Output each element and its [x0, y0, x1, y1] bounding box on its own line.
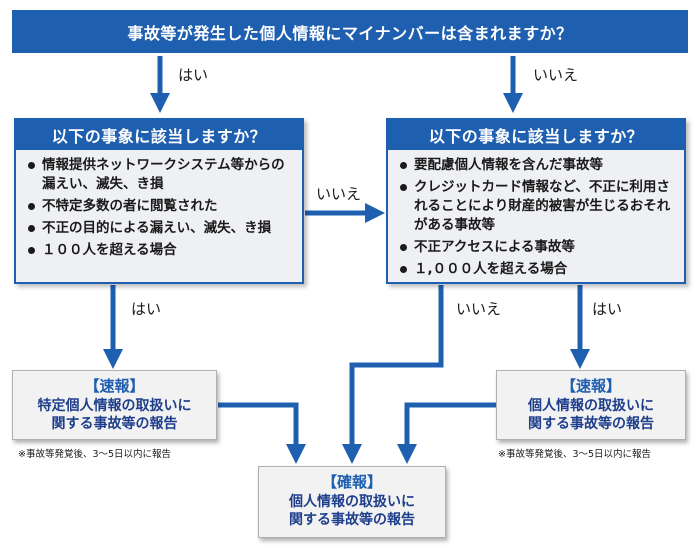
left-question-box: 以下の事象に該当しますか？ 情報提供ネットワークシステム等からの漏えい、滅失、き… — [14, 118, 304, 284]
right-question-item: 要配慮個人情報を含んだ事故等 — [398, 156, 676, 175]
right-question-title: 以下の事象に該当しますか？ — [388, 120, 684, 150]
left-question-title: 以下の事象に該当しますか？ — [16, 120, 302, 150]
right-question-list: 要配慮個人情報を含んだ事故等 クレジットカード情報など、不正に利用されることによ… — [388, 150, 684, 279]
right-question-item: クレジットカード情報など、不正に利用されることにより財産的被害が生じるおそれがあ… — [398, 178, 676, 235]
final-report-title: 【確報】 — [321, 473, 382, 491]
edge-label-top-no: いいえ — [533, 66, 579, 84]
edge-label-right-yes: はい — [592, 300, 623, 318]
top-question: 事故等が発生した個人情報にマイナンバーは含まれますか？ — [12, 10, 688, 53]
final-report-line1: 個人情報の取扱いに — [289, 494, 415, 510]
left-question-item: １００人を超える場合 — [26, 241, 294, 260]
right-report-box: 【速報】 個人情報の取扱いに 関する事故等の報告 — [496, 370, 686, 440]
edge-label-left-no: いいえ — [316, 185, 362, 203]
arrow-right-no — [342, 285, 444, 464]
arrow-left-report-to-final — [218, 402, 306, 464]
right-question-item: 不正アクセスによる事故等 — [398, 238, 676, 257]
final-report-line2: 関する事故等の報告 — [289, 512, 415, 528]
final-report-box: 【確報】 個人情報の取扱いに 関する事故等の報告 — [258, 466, 446, 538]
edge-label-right-no: いいえ — [456, 300, 502, 318]
left-question-item: 不特定多数の者に閲覧された — [26, 197, 294, 216]
left-question-item: 不正の目的による漏えい、滅失、き損 — [26, 219, 294, 238]
right-report-line2: 関する事故等の報告 — [528, 416, 654, 432]
right-question-box: 以下の事象に該当しますか？ 要配慮個人情報を含んだ事故等 クレジットカード情報な… — [386, 118, 686, 284]
right-question-item: １,０００人を超える場合 — [398, 260, 676, 279]
edge-label-left-yes: はい — [131, 300, 162, 318]
left-report-note: ※事故等発覚後、3～5日以内に報告 — [18, 449, 172, 460]
left-report-box: 【速報】 特定個人情報の取扱いに 関する事故等の報告 — [12, 370, 217, 440]
edge-label-top-yes: はい — [178, 66, 209, 84]
right-report-line1: 個人情報の取扱いに — [528, 398, 654, 414]
right-report-title: 【速報】 — [560, 377, 621, 395]
left-question-item: 情報提供ネットワークシステム等からの漏えい、滅失、き損 — [26, 156, 294, 194]
left-report-line2: 関する事故等の報告 — [51, 416, 178, 432]
left-report-line1: 特定個人情報の取扱いに — [37, 398, 192, 414]
left-report-title: 【速報】 — [84, 377, 145, 395]
arrow-right-report-to-final — [397, 402, 497, 464]
right-report-note: ※事故等発覚後、3～5日以内に報告 — [498, 449, 652, 460]
left-question-list: 情報提供ネットワークシステム等からの漏えい、滅失、き損 不特定多数の者に閲覧され… — [16, 150, 302, 260]
